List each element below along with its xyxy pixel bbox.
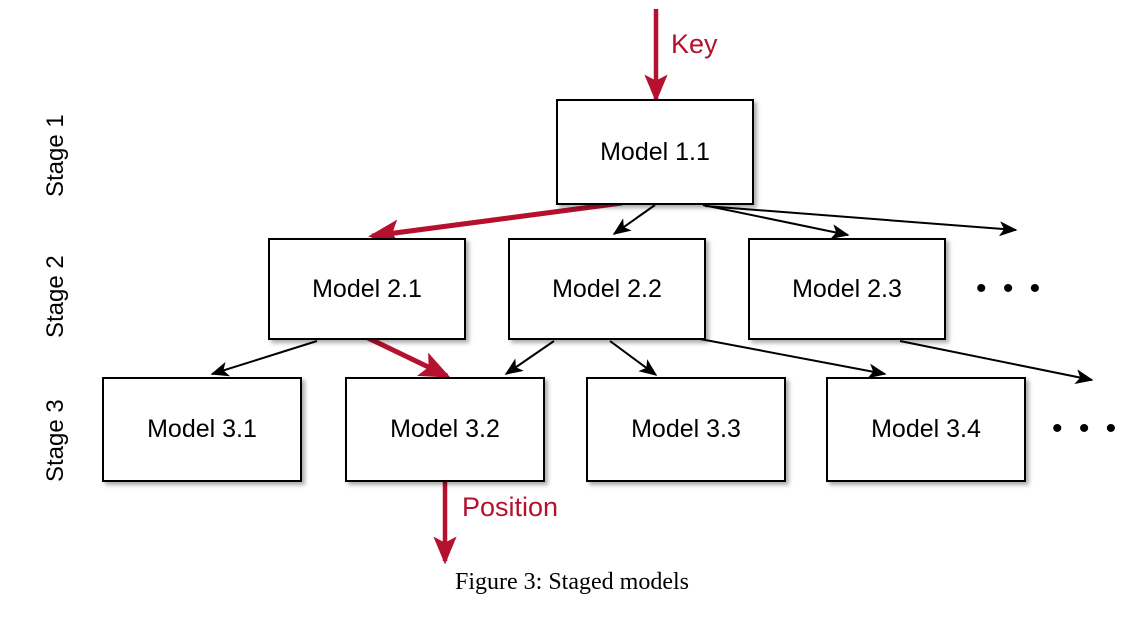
node-model-3-2[interactable]: Model 3.2 bbox=[345, 377, 545, 482]
edge-model-2-2-to-model-3-4 bbox=[699, 338, 887, 379]
node-model-2-3[interactable]: Model 2.3 bbox=[748, 238, 946, 340]
edge-model-1-1-to-model-2-2 bbox=[612, 204, 656, 235]
stage-label-3: Stage 3 bbox=[42, 399, 69, 482]
key-annotation-label: Key bbox=[671, 29, 718, 59]
position-annotation-label: Position bbox=[462, 492, 559, 522]
edge-model-1-1-to-model-2-1 bbox=[368, 200, 623, 246]
node-model-1-1[interactable]: Model 1.1 bbox=[556, 99, 754, 205]
node-model-2-1[interactable]: Model 2.1 bbox=[268, 238, 466, 340]
node-label: Model 3.3 bbox=[631, 415, 741, 443]
node-label: Model 3.1 bbox=[147, 415, 257, 443]
node-label: Model 2.2 bbox=[552, 274, 662, 303]
edge-model-2-1-to-model-3-2 bbox=[366, 335, 451, 379]
figure-caption: Figure 3: Staged models bbox=[455, 569, 689, 595]
stage-label-2: Stage 2 bbox=[42, 255, 69, 338]
node-model-3-1[interactable]: Model 3.1 bbox=[102, 377, 302, 482]
edge-model-2-2-to-model-3-3 bbox=[609, 340, 658, 376]
stage-3-ellipsis: • • • bbox=[1052, 412, 1121, 445]
node-label: Model 2.1 bbox=[312, 274, 422, 303]
edge-model-2-3-to-more-stage-3 bbox=[899, 340, 1094, 385]
node-label: Model 2.3 bbox=[792, 274, 902, 303]
edge-model-2-1-to-model-3-1 bbox=[210, 340, 318, 377]
node-model-3-4[interactable]: Model 3.4 bbox=[826, 377, 1026, 482]
node-model-2-2[interactable]: Model 2.2 bbox=[508, 238, 706, 340]
edge-model-2-2-to-model-3-2 bbox=[504, 340, 555, 375]
edge-model-1-1-to-more-stage-2 bbox=[704, 205, 1018, 237]
stage-label-1: Stage 1 bbox=[42, 114, 69, 197]
node-model-3-3[interactable]: Model 3.3 bbox=[586, 377, 786, 482]
edge-model-1-1-to-model-2-3 bbox=[702, 204, 850, 240]
stage-2-ellipsis: • • • bbox=[976, 272, 1045, 305]
node-label: Model 3.2 bbox=[390, 415, 500, 443]
node-label: Model 1.1 bbox=[600, 137, 710, 166]
node-label: Model 3.4 bbox=[871, 415, 981, 443]
